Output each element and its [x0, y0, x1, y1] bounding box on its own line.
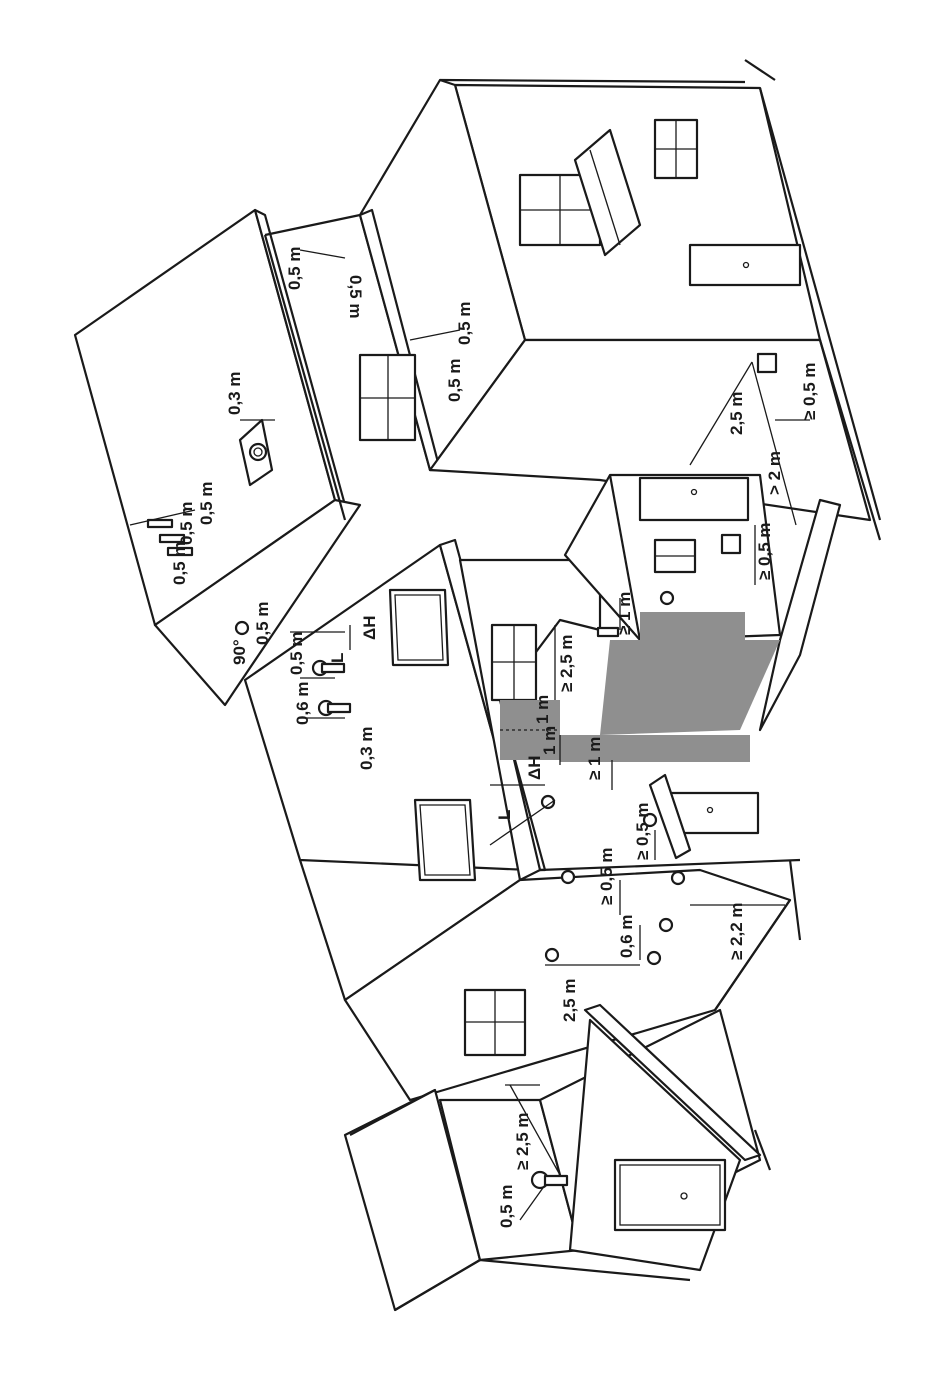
label-court-d: 1 m [540, 726, 559, 755]
label-l-top: L [328, 653, 347, 663]
label-l-bottom: L [495, 810, 514, 820]
label-court-a: ≥ 2,5 m [557, 634, 576, 692]
label-lower-a: ≥ 0,5 m [633, 802, 652, 860]
label-delta-h-top: ΔH [360, 616, 379, 641]
label-top-wall-c: 0,5 m [455, 302, 474, 345]
label-lower-c: 0,6 m [617, 915, 636, 958]
window [492, 625, 536, 700]
label-right-gap-b: ≥ 0,5 m [800, 362, 819, 420]
label-bottom-b: ≥ 2,5 m [513, 1112, 532, 1170]
label-lower-d: ≥ 2,2 m [727, 902, 746, 960]
window [390, 590, 448, 665]
label-roof-pipe-a: 0,5 m [197, 482, 216, 525]
label-right-gap-d: ≥ 0,5 m [755, 522, 774, 580]
door [615, 1160, 725, 1230]
label-court-e: ≥ 1 m [585, 737, 604, 780]
label-roof-pipe-c: 0,5 m [170, 542, 189, 585]
label-angle: 90° [230, 639, 249, 665]
label-right-gap-c: > 2 m [765, 451, 784, 495]
roof-edge [440, 80, 745, 82]
window [415, 800, 475, 880]
label-top-wall-d: 0,5 m [445, 359, 464, 402]
label-delta-h-bottom: ΔH [525, 756, 544, 781]
door [640, 478, 748, 520]
window [465, 990, 525, 1055]
door [690, 245, 800, 285]
label-mid-d: 0,3 m [357, 727, 376, 770]
roof-link [265, 215, 360, 235]
label-top-wall-b: 0,5 m [346, 275, 365, 318]
wall-top-edge [540, 860, 800, 870]
window [360, 355, 415, 440]
label-lower-e: 2,5 m [560, 979, 579, 1022]
window [655, 120, 697, 178]
label-court-c: 1 m [533, 695, 552, 724]
label-mid-b: 0,5 m [287, 632, 306, 675]
label-right-gap-a: 2,5 m [727, 392, 746, 435]
label-mid-a: 0,5 m [253, 602, 272, 645]
window [655, 540, 695, 572]
label-bottom-a: 0,5 m [497, 1185, 516, 1228]
building-top-right [360, 60, 880, 540]
roof-corner [745, 60, 775, 80]
label-roof-pipe-b: 0,5 m [177, 502, 196, 545]
wall-edge [300, 860, 345, 1000]
label-court-b: ≥ 1 m [615, 592, 634, 635]
flue-pipe-icon [545, 1176, 567, 1185]
label-lower-b: ≥ 0,5 m [597, 847, 616, 905]
corner-line [790, 860, 800, 940]
label-top-wall-a: 0,5 m [285, 247, 304, 290]
label-mid-c: 0,6 m [293, 682, 312, 725]
label-roof-vent-spacing: 0,3 m [225, 372, 244, 415]
flue-pipe-icon [661, 592, 673, 604]
